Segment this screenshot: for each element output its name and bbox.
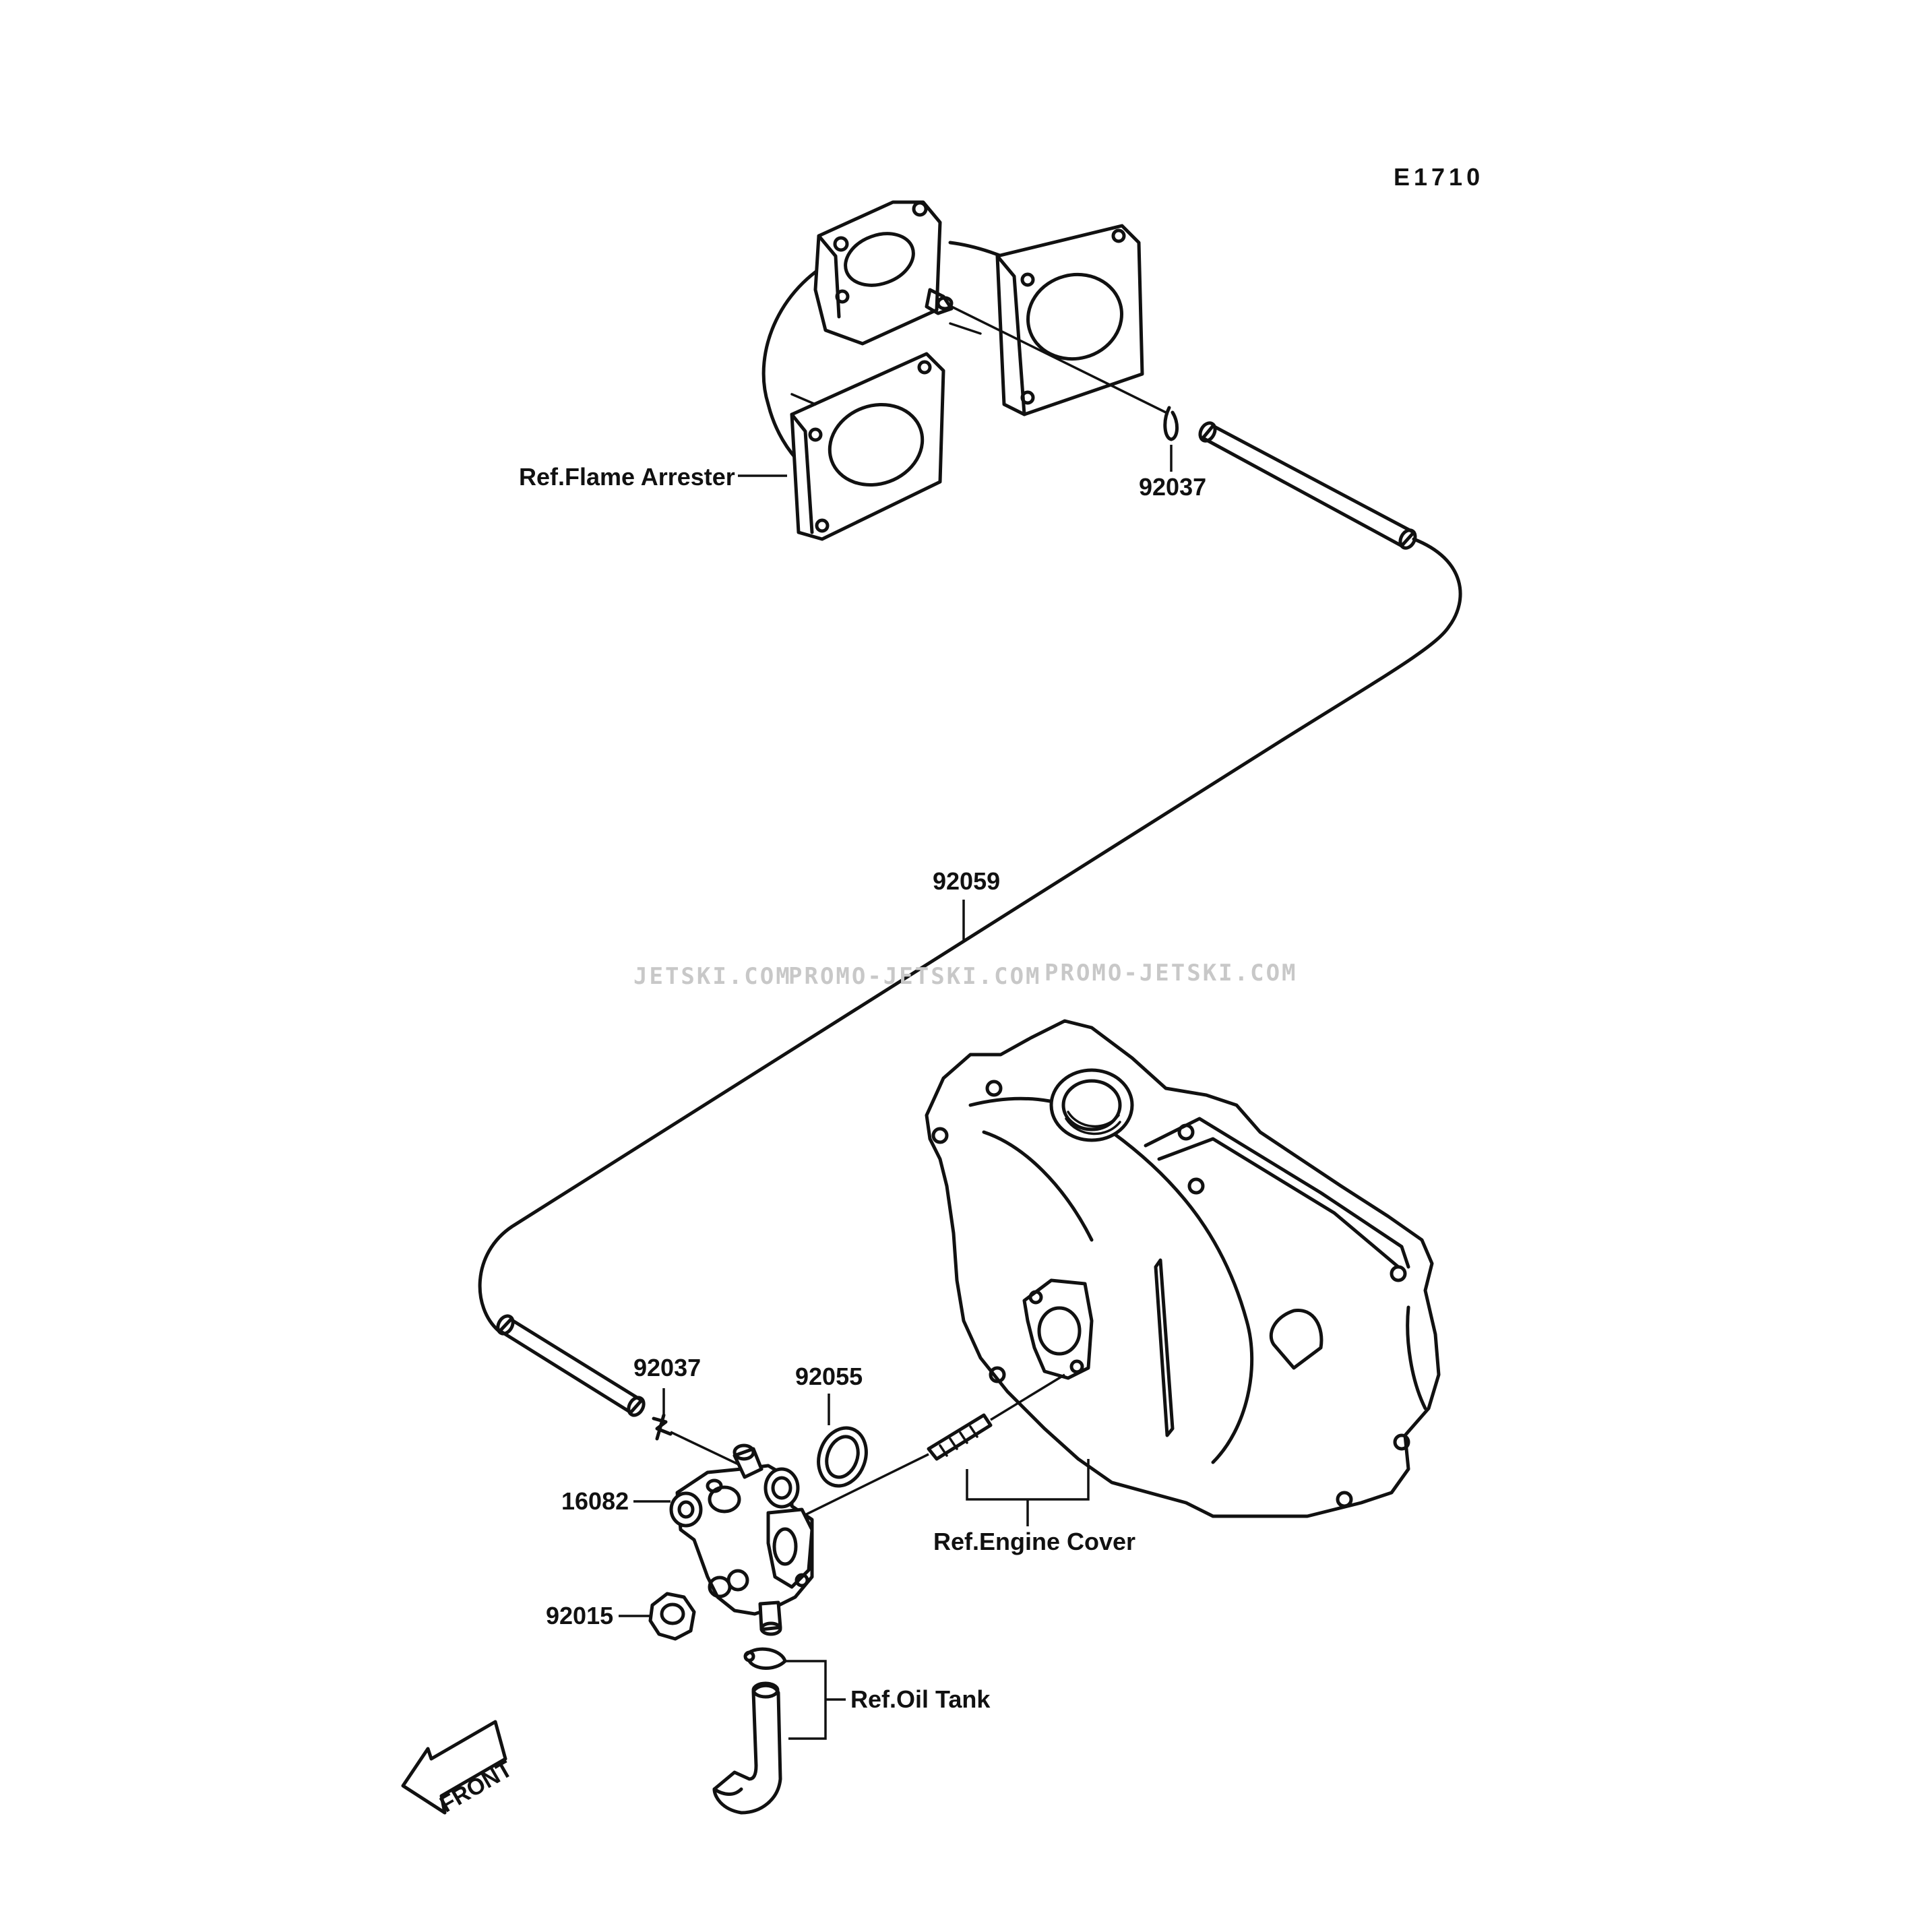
part-label-92037-bottom: 92037 [633, 1354, 701, 1381]
oil-tank-label: Ref.Oil Tank [850, 1685, 991, 1713]
watermark: JETSKI.COM PROMO-JETSKI.COM PROMO-JETSKI… [633, 960, 1298, 990]
diagram-code: E1710 [1394, 163, 1484, 191]
engine-cover [925, 1019, 1441, 1518]
part-label-92015: 92015 [546, 1602, 613, 1629]
part-label-16082: 16082 [561, 1487, 629, 1515]
front-arrow: FRONT [401, 1720, 517, 1817]
oil-tank-hose [712, 1647, 787, 1815]
clip-92037-bottom [652, 1413, 673, 1441]
o-ring-92055 [817, 1426, 868, 1488]
svg-text:PROMO-JETSKI.COM: PROMO-JETSKI.COM [1045, 960, 1298, 987]
flame-arrester [761, 200, 1144, 541]
oil-pump-16082 [669, 1443, 814, 1636]
flame-arrester-label: Ref.Flame Arrester [519, 463, 735, 491]
engine-cover-label: Ref.Engine Cover [933, 1528, 1135, 1555]
hose-92059 [478, 421, 1462, 1417]
clip-92037-top [1163, 406, 1179, 441]
nut-92015 [648, 1592, 696, 1641]
part-label-92055: 92055 [795, 1363, 863, 1390]
svg-text:PROMO-JETSKI.COM: PROMO-JETSKI.COM [788, 963, 1042, 990]
svg-text:JETSKI.COM: JETSKI.COM [633, 963, 792, 990]
part-label-92059: 92059 [933, 867, 1000, 895]
stud-bolt [927, 1413, 993, 1461]
part-label-92037-top: 92037 [1139, 473, 1206, 501]
